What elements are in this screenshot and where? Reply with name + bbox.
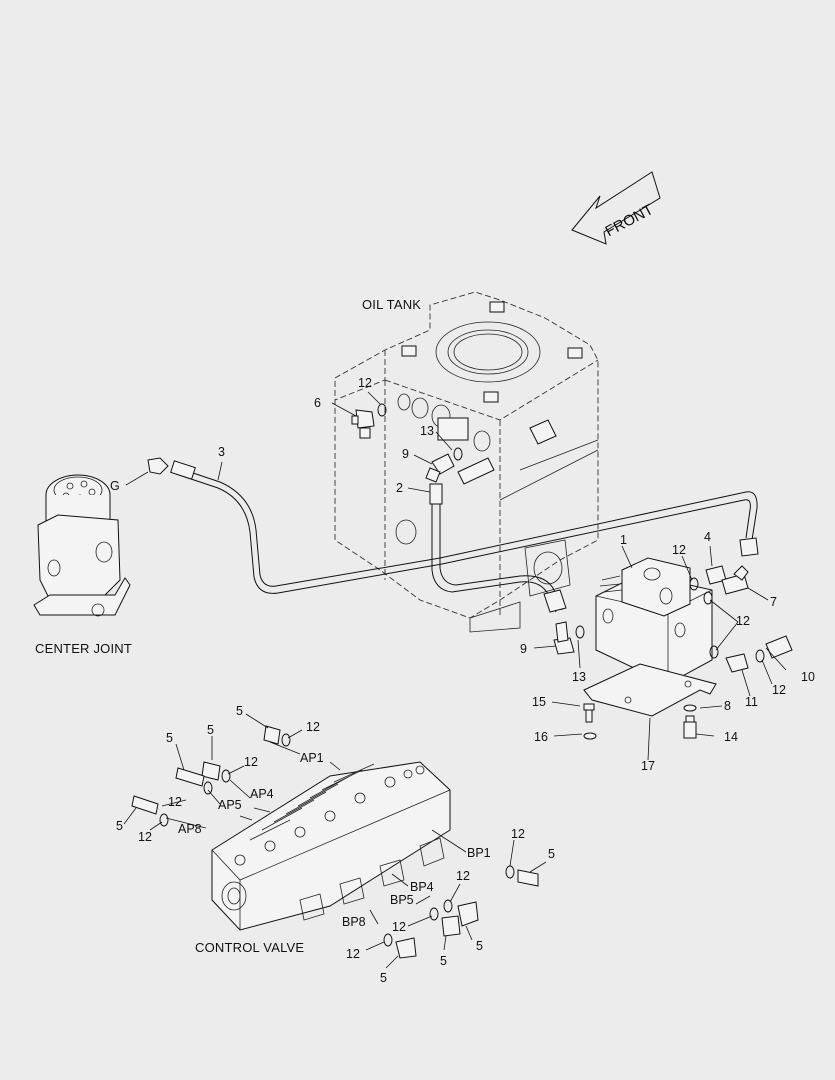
port-label-bp1: BP1 [467,846,491,860]
callout-9-block: 9 [520,642,527,656]
port-label-bp4: BP4 [410,880,434,894]
callout-12-bp1: 12 [511,827,525,841]
callout-11: 11 [745,695,758,709]
callout-2: 2 [396,481,403,495]
o-ring-12-ap8 [159,813,169,827]
callout-15: 15 [532,695,546,709]
port-label-g: G [110,479,120,493]
o-ring-12-ap4 [221,769,231,783]
callout-12-bp8: 12 [346,947,360,961]
front-arrow-label: FRONT [603,201,657,240]
callout-12-bp4: 12 [456,869,470,883]
o-ring-12-block [689,577,699,591]
callout-12-block: 12 [672,543,686,557]
callout-9-tank: 9 [402,447,409,461]
hose-3 [147,457,759,594]
valve-block-1 [595,557,713,685]
oil-tank [334,291,599,633]
o-ring-12-ap1 [281,733,291,747]
callout-12-ap1: 12 [306,720,320,734]
washer-8 [683,704,697,712]
center-joint [33,474,131,617]
fitting-5-ap1 [263,725,281,745]
fitting-5-ap5 [175,767,205,787]
callout-5-ap1: 5 [236,704,243,718]
callout-12-right: 12 [736,614,750,628]
callout-5-ap5: 5 [166,731,173,745]
fitting-6 [351,409,375,439]
o-ring-12-far [755,649,765,663]
hose-2 [429,483,567,613]
callout-12-ap4: 12 [244,755,258,769]
callout-5-bp4: 5 [476,939,483,953]
o-ring-12-ap5 [203,781,213,795]
fitting-10 [765,635,793,659]
o-ring-12-right [709,645,719,659]
callout-7: 7 [770,595,777,609]
fitting-5-bp5 [441,915,461,937]
fitting-5-bp1 [517,869,539,887]
fitting-5-bp8 [395,937,417,959]
o-ring-12-block-b [703,591,713,605]
callout-4: 4 [704,530,711,544]
washer-16 [583,732,597,740]
bracket-17 [583,663,717,717]
port-label-bp5: BP5 [390,893,414,907]
callout-6: 6 [314,396,321,410]
callout-10: 10 [801,670,815,684]
oil-tank-label: OIL TANK [362,297,422,312]
callout-5-ap4: 5 [207,723,214,737]
callout-5-ap8: 5 [116,819,123,833]
port-label-bp8: BP8 [342,915,366,929]
callout-16: 16 [534,730,548,744]
fitting-7 [721,565,749,595]
callout-12-ap5: 12 [168,795,182,809]
fitting-9-tank [425,453,455,483]
o-ring-12-bp4 [443,899,453,913]
callout-12-ap8: 12 [138,830,152,844]
o-ring-12-tank [377,403,387,417]
callout-12-far: 12 [772,683,786,697]
fitting-11 [725,653,749,673]
callout-12-bp5: 12 [392,920,406,934]
fitting-5-ap8 [131,795,159,815]
o-ring-13-tank [453,447,463,461]
center-joint-label: CENTER JOINT [35,641,133,656]
leader-lines [123,391,787,969]
control-valve-label: CONTROL VALVE [195,940,305,955]
callout-5-bp8: 5 [380,971,387,985]
front-arrow: FRONT [571,171,661,245]
callout-8: 8 [724,699,731,713]
fitting-5-bp4 [457,901,479,927]
callout-12-tank: 12 [358,376,372,390]
port-label-ap1: AP1 [300,751,324,765]
callout-1: 1 [620,533,627,547]
callout-14: 14 [724,730,738,744]
callout-5-bp1: 5 [548,847,555,861]
fitting-5-ap4 [201,761,221,781]
callout-13-tank: 13 [420,424,434,438]
fitting-9-block [553,621,575,655]
o-ring-12-bp8 [383,933,393,947]
o-ring-12-bp5 [429,907,439,921]
port-label-ap5: AP5 [218,798,242,812]
bolt-14 [683,715,697,739]
callout-13-block: 13 [572,670,586,684]
bolt-15 [583,703,595,723]
port-label-ap4: AP4 [250,787,274,801]
callout-17: 17 [641,759,655,773]
callout-3: 3 [218,445,225,459]
o-ring-12-bp1 [505,865,515,879]
port-label-ap8: AP8 [178,822,202,836]
callout-5-bp5: 5 [440,954,447,968]
o-ring-13-block [575,625,585,639]
control-valve [211,761,451,931]
